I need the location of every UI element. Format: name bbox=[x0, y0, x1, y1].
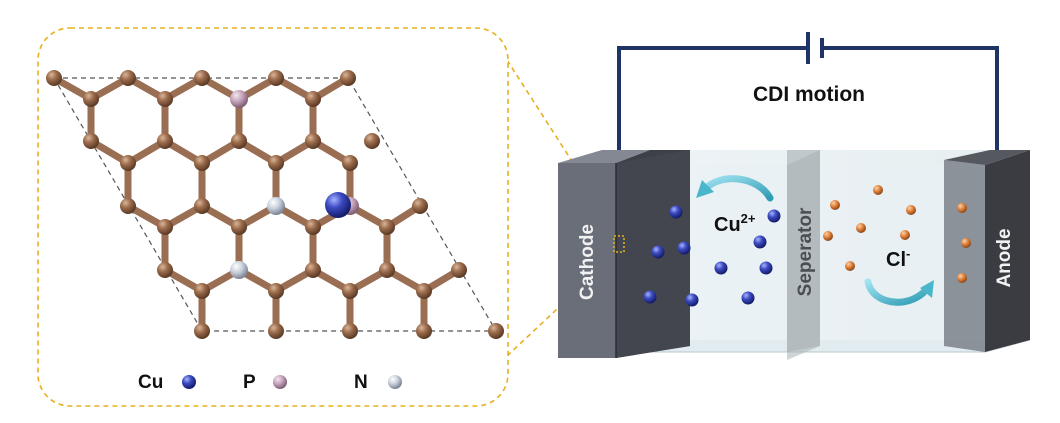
legend-swatch-cu bbox=[182, 375, 196, 389]
cl-flow-arrow bbox=[864, 278, 930, 306]
separator: Seperator bbox=[787, 150, 820, 360]
carbon-atom bbox=[379, 262, 395, 278]
carbon-atom bbox=[268, 155, 284, 171]
carbon-atom bbox=[342, 155, 358, 171]
carbon-atom bbox=[120, 70, 136, 86]
carbon-atom bbox=[451, 262, 467, 278]
cdi-cell: Cathode Seperator Anode Cu2+ C bbox=[558, 150, 1031, 360]
cu-ion bbox=[753, 235, 767, 249]
cu-ion bbox=[759, 261, 773, 275]
cl-ion bbox=[823, 231, 833, 241]
carbon-atom bbox=[194, 283, 210, 299]
cl-ion bbox=[830, 200, 840, 210]
cu-flow-arrowhead bbox=[696, 180, 714, 198]
separator-label: Seperator bbox=[795, 207, 816, 296]
carbon-atom bbox=[416, 283, 432, 299]
cl-ions bbox=[823, 185, 971, 283]
carbon-atom bbox=[305, 262, 321, 278]
graphene-lattice bbox=[46, 70, 504, 339]
cu-ion bbox=[685, 293, 699, 307]
carbon-atom bbox=[488, 323, 504, 339]
carbon-atom bbox=[231, 219, 247, 235]
carbon-atom bbox=[268, 283, 284, 299]
cl-ion bbox=[957, 203, 967, 213]
cathode-electrode: Cathode bbox=[558, 150, 690, 358]
carbon-atom bbox=[194, 70, 210, 86]
carbon-atom bbox=[305, 219, 321, 235]
carbon-atom bbox=[120, 155, 136, 171]
carbon-atom bbox=[412, 198, 428, 214]
carbon-atom bbox=[364, 133, 380, 149]
carbon-atom bbox=[157, 262, 173, 278]
cl-ion bbox=[845, 261, 855, 271]
cl-ion bbox=[961, 238, 971, 248]
cu-ion bbox=[669, 205, 683, 219]
carbon-atom bbox=[340, 70, 356, 86]
cl-ion bbox=[900, 230, 910, 240]
carbon-atom bbox=[305, 91, 321, 107]
cl-ion bbox=[906, 205, 916, 215]
diagram-title: CDI motion bbox=[753, 83, 865, 106]
cu-ion bbox=[643, 290, 657, 304]
copper-atom bbox=[325, 192, 351, 218]
legend-label-n: N bbox=[354, 372, 368, 393]
cu-ions bbox=[643, 205, 781, 307]
carbon-atom bbox=[194, 323, 210, 339]
cu-flow-arrow bbox=[700, 175, 774, 202]
legend-swatch-p bbox=[273, 375, 287, 389]
cu-ion bbox=[767, 209, 781, 223]
carbon-atom bbox=[416, 323, 432, 339]
nitrogen-atom bbox=[267, 197, 285, 215]
carbon-atom bbox=[342, 323, 358, 339]
external-circuit: CDI motion bbox=[617, 32, 999, 166]
carbon-atom bbox=[268, 323, 284, 339]
legend-label-p: P bbox=[243, 372, 256, 393]
cu-ion bbox=[741, 291, 755, 305]
cation-label: Cu2+ bbox=[714, 211, 756, 236]
carbon-atom bbox=[305, 133, 321, 149]
legend-label-cu: Cu bbox=[138, 372, 163, 393]
carbon-atom bbox=[268, 70, 284, 86]
cathode-zoom-marker bbox=[613, 235, 625, 253]
cu-ion bbox=[677, 241, 691, 255]
carbon-atom bbox=[83, 91, 99, 107]
carbon-atom bbox=[157, 91, 173, 107]
carbon-atom bbox=[194, 155, 210, 171]
anode-label: Anode bbox=[994, 228, 1015, 287]
element-legend: Cu P N bbox=[138, 372, 402, 393]
cu-ion bbox=[651, 245, 665, 259]
carbon-atom bbox=[157, 133, 173, 149]
nitrogen-atom bbox=[230, 261, 248, 279]
carbon-atom bbox=[379, 219, 395, 235]
carbon-atom bbox=[120, 198, 136, 214]
carbon-atom bbox=[342, 283, 358, 299]
carbon-atom bbox=[194, 198, 210, 214]
anode-electrode: Anode bbox=[944, 150, 1030, 352]
cathode-label: Cathode bbox=[577, 224, 598, 300]
zoom-panel-outline bbox=[37, 27, 509, 407]
cl-ion bbox=[957, 273, 967, 283]
cu-ion bbox=[714, 261, 728, 275]
cl-ion bbox=[873, 185, 883, 195]
phosphorus-atom bbox=[230, 90, 248, 108]
carbon-atom bbox=[157, 219, 173, 235]
carbon-atom bbox=[231, 133, 247, 149]
anion-label: Cl- bbox=[886, 246, 910, 271]
cl-ion bbox=[856, 223, 866, 233]
carbon-atom bbox=[46, 70, 62, 86]
carbon-atom bbox=[83, 133, 99, 149]
legend-swatch-n bbox=[388, 375, 402, 389]
cl-flow-arrowhead bbox=[920, 280, 934, 298]
